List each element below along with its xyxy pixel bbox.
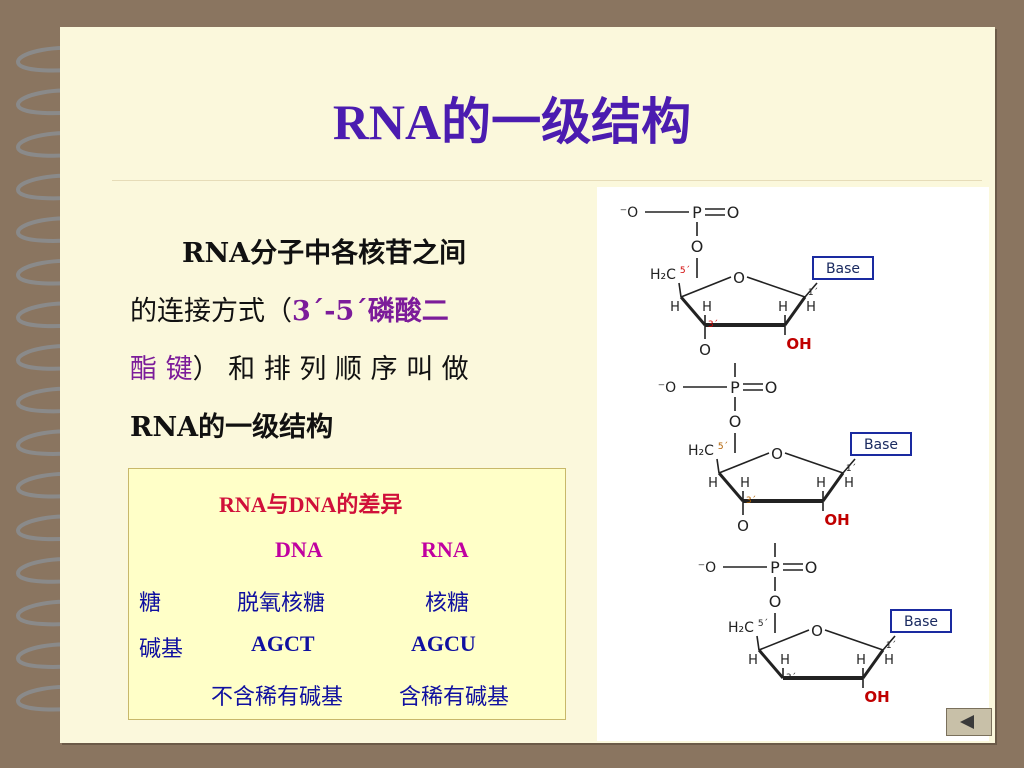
- row-base-rna: AGCU: [411, 631, 476, 656]
- bond-line: [678, 282, 682, 298]
- para-line-1: RNA分子中各核苷之间: [182, 238, 467, 269]
- phosphate-o-minus-label: ⁻O: [698, 560, 716, 576]
- para-line-3-highlight: 酯 键: [130, 354, 193, 385]
- base-box: [812, 256, 874, 280]
- h-label: H: [748, 653, 758, 668]
- one-prime-label: 1´: [886, 640, 896, 651]
- h-label: H: [670, 300, 680, 315]
- para-line-4: RNA的一级结构: [130, 412, 334, 443]
- ester-o-label: O: [691, 237, 704, 256]
- ester-o-label: O: [699, 341, 711, 359]
- h-label: H: [702, 300, 712, 315]
- base-box: [850, 432, 912, 456]
- h-label: H: [884, 653, 894, 668]
- bond-line: [756, 635, 760, 651]
- phosphate-o-label: O: [727, 203, 740, 222]
- phosphate-p-label: P: [770, 558, 780, 577]
- ester-o-label: O: [737, 517, 749, 535]
- row-sugar-rna: 核糖: [425, 590, 470, 615]
- header-dna: DNA: [275, 537, 323, 562]
- h2c-label: H₂C: [728, 620, 754, 636]
- h-label: H: [806, 300, 816, 315]
- bond-line: [804, 282, 818, 298]
- bond-line: [746, 276, 806, 298]
- base-label: Base: [864, 437, 898, 453]
- bond-line: [821, 472, 845, 502]
- phosphate-p-label: P: [730, 378, 740, 397]
- h-label: H: [740, 476, 750, 491]
- oh-label: OH: [864, 688, 889, 706]
- row-rare-dna: 不含稀有碱基: [211, 684, 344, 709]
- para-line-3-post: ） 和 排 列 顺 序 叫 做: [192, 354, 469, 385]
- ring-o-label: O: [733, 269, 745, 287]
- page-title: RNA的一级结构: [332, 94, 692, 150]
- h-label: H: [780, 653, 790, 668]
- base-label: Base: [826, 261, 860, 277]
- definition-paragraph: RNA分子中各核苷之间 的连接方式（3´-5´磷酸二 酯 键） 和 排 列 顺 …: [130, 225, 540, 457]
- h2c-label: H₂C: [650, 267, 676, 283]
- ring-o-label: O: [811, 622, 823, 640]
- bond-line: [679, 296, 707, 326]
- bond-line: [842, 458, 856, 474]
- row-sugar-dna: 脱氧核糖: [237, 590, 326, 615]
- five-prime-label: 5´: [718, 441, 728, 452]
- five-prime-label: 5´: [758, 618, 768, 629]
- row-sugar-label: 糖: [139, 590, 162, 615]
- phosphate-p-label: P: [692, 203, 702, 222]
- h-label: H: [708, 476, 718, 491]
- row-base-dna: AGCT: [251, 631, 315, 656]
- h-label: H: [844, 476, 854, 491]
- h-label: H: [856, 653, 866, 668]
- one-prime-label: 1´: [846, 463, 856, 474]
- phosphate-o-label: O: [765, 378, 778, 397]
- row-base-label: 碱基: [139, 636, 184, 661]
- bond-line: [824, 629, 884, 651]
- bond-line: [718, 452, 770, 474]
- ester-o-label: O: [729, 412, 742, 431]
- bond-line: [680, 276, 732, 298]
- three-prime-label: 3´: [786, 672, 796, 683]
- three-prime-label: 3´: [708, 319, 718, 330]
- comparison-caption: RNA与DNA的差异: [219, 492, 403, 517]
- oh-label: OH: [786, 335, 811, 353]
- h-label: H: [816, 476, 826, 491]
- comparison-box: RNA与DNA的差异 DNA RNA 糖 脱氧核糖 核糖 碱基 AGCT AGC…: [128, 468, 566, 720]
- bond-line: [757, 649, 785, 679]
- h2c-label: H₂C: [688, 443, 714, 459]
- bond-line: [717, 472, 745, 502]
- bond-line: [716, 458, 720, 474]
- title-divider: [112, 180, 982, 181]
- back-button[interactable]: [946, 708, 992, 736]
- five-prime-label: 5´: [680, 265, 690, 276]
- oh-label: OH: [824, 511, 849, 529]
- ester-o-label: O: [769, 592, 782, 611]
- bond-line: [882, 635, 896, 651]
- row-rare-rna: 含稀有碱基: [399, 684, 510, 709]
- phosphate-o-minus-label: ⁻O: [620, 205, 638, 221]
- h-label: H: [778, 300, 788, 315]
- bond-line: [861, 649, 885, 679]
- base-label: Base: [904, 614, 938, 630]
- header-rna: RNA: [421, 537, 469, 562]
- left-triangle-icon: [960, 715, 974, 729]
- para-line-2-pre: 的连接方式（: [130, 296, 292, 327]
- bond-line: [758, 629, 810, 651]
- para-line-2-highlight: 3´-5´磷酸二: [292, 296, 449, 327]
- phosphate-o-label: O: [805, 558, 818, 577]
- ring-o-label: O: [771, 445, 783, 463]
- bond-line: [784, 452, 844, 474]
- one-prime-label: 1´: [808, 287, 818, 298]
- phosphate-o-minus-label: ⁻O: [658, 380, 676, 396]
- bond-line: [783, 296, 807, 326]
- base-box: [890, 609, 952, 633]
- three-prime-label: 3´: [746, 495, 756, 506]
